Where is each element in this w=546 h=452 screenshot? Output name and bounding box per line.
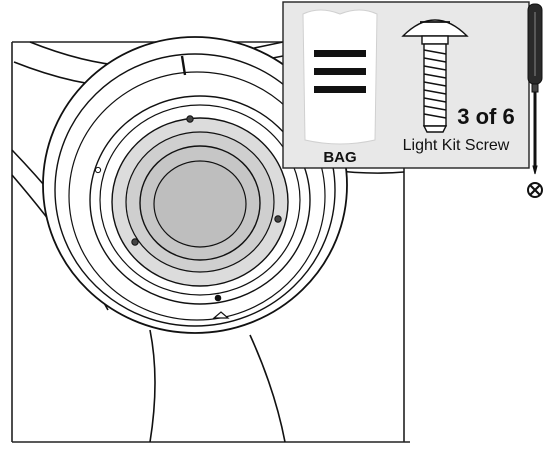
screw-name: Light Kit Screw (403, 137, 510, 154)
screw-hole (274, 215, 282, 223)
screw-hole (131, 238, 139, 246)
screw-hole (186, 115, 194, 123)
center-wire (180, 55, 187, 76)
diagram-frame (11, 41, 410, 443)
bag-label: BAG (323, 149, 356, 166)
bag-icon (302, 9, 378, 145)
screw-hole (214, 294, 222, 302)
light-kit-glass (111, 117, 289, 287)
phillips-head-icon (527, 182, 543, 198)
screwdriver-icon (527, 3, 543, 175)
screw-icon (401, 19, 469, 133)
alignment-tab (212, 311, 230, 319)
callout-panel: BAG 3 of 6 Light Kit Screw (282, 1, 530, 169)
screw-hole (94, 166, 102, 174)
screw-count: 3 of 6 (457, 104, 514, 129)
screw-holes (94, 115, 282, 302)
